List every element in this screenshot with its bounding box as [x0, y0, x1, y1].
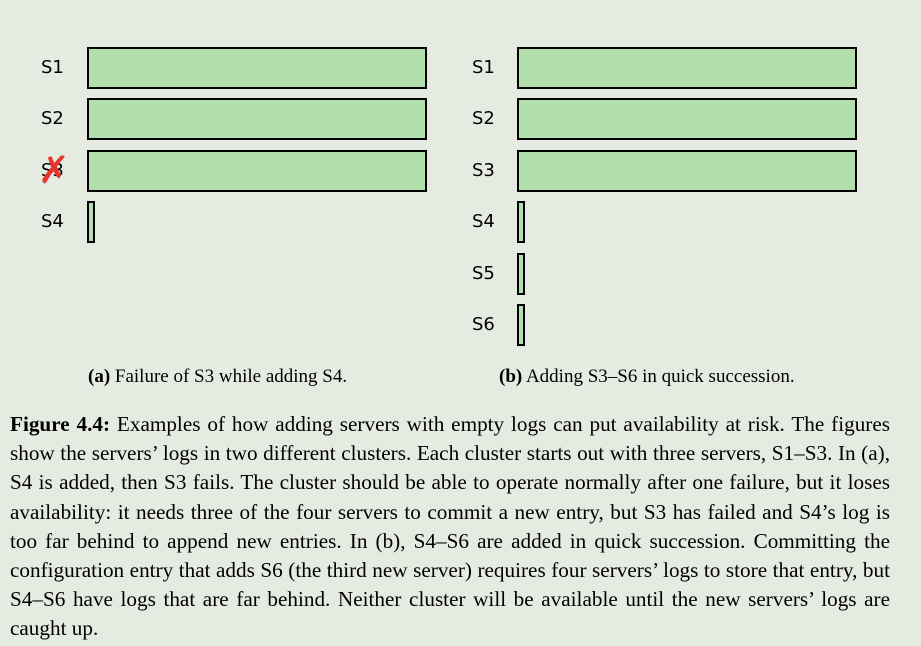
- panel-a-server-label-s4: S4: [41, 211, 64, 233]
- panel-a-log-s2: [87, 98, 427, 141]
- panel-b-log-s3: [517, 149, 857, 192]
- subcaption-b-tag: (b): [499, 366, 523, 387]
- panel-b-server-label-s2: S2: [472, 108, 495, 130]
- panel-b-log-s2: [517, 98, 857, 141]
- panel-b-log-s1: [517, 47, 857, 89]
- panel-b-log-s4: [517, 201, 525, 244]
- panel-b-server-label-s3: S3: [472, 159, 495, 181]
- panel-a-log-s3: [87, 149, 427, 192]
- subcaption-a-text: Failure of S3 while adding S4.: [114, 366, 348, 387]
- panel-b-log-s5: [517, 252, 525, 295]
- panel-b-server-label-s1: S1: [472, 57, 495, 78]
- panel-a-failure-x-icon: ✗: [38, 147, 70, 192]
- panel-a-log-s1: [87, 47, 427, 89]
- subcaption-b: (b) Adding S3–S6 in quick succession.: [499, 366, 795, 388]
- subcaption-b-text: Adding S3–S6 in quick succession.: [525, 366, 795, 387]
- panel-b-server-label-s4: S4: [472, 211, 495, 233]
- subcaption-a: (a) Failure of S3 while adding S4.: [88, 366, 347, 388]
- panel-b-server-label-s5: S5: [472, 262, 495, 284]
- figure-caption-text: Examples of how adding servers with empt…: [10, 412, 890, 641]
- panel-a-server-label-s3: S3: [41, 159, 64, 181]
- panel-a-log-s4: [87, 201, 95, 244]
- subcaption-a-tag: (a): [88, 366, 111, 387]
- panel-a-server-label-s2: S2: [41, 108, 64, 130]
- panel-a-server-label-s1: S1: [41, 57, 64, 78]
- panel-b-log-s6: [517, 304, 525, 346]
- figure-caption: Figure 4.4: Examples of how adding serve…: [10, 410, 890, 644]
- panel-b-server-label-s6: S6: [472, 314, 495, 335]
- figure-caption-label: Figure 4.4:: [10, 412, 111, 436]
